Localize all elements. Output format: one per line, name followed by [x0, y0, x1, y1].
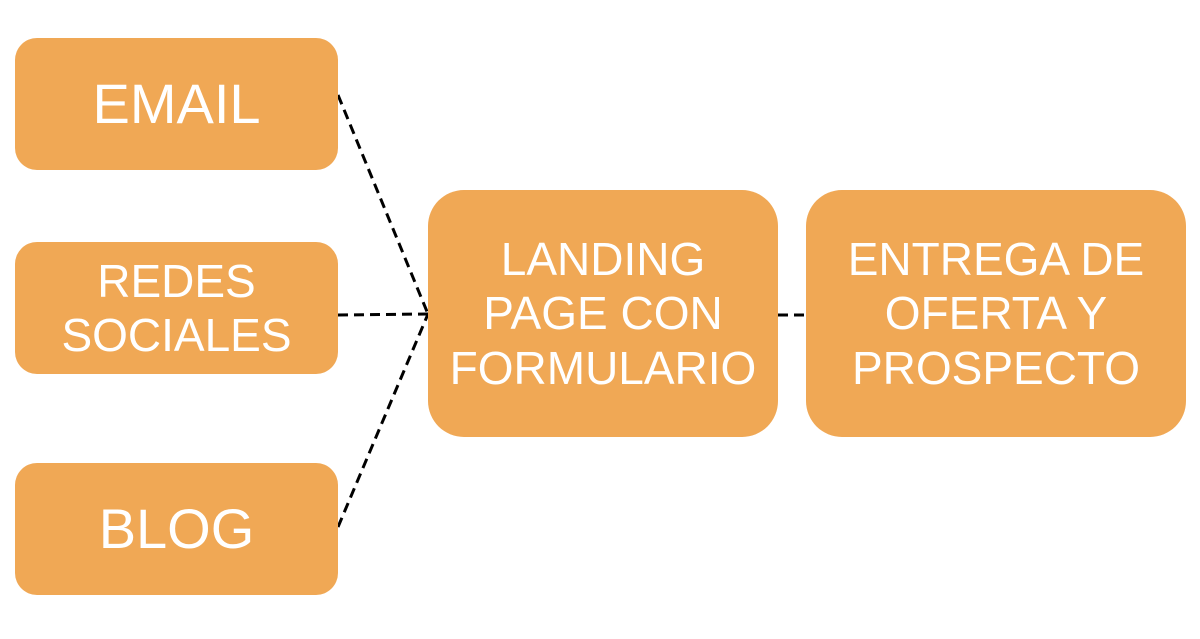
node-blog-label: BLOG — [98, 496, 255, 560]
node-blog: BLOG — [15, 463, 338, 595]
node-landing-label: LANDING PAGE CON FORMULARIO — [449, 233, 757, 394]
connector-redes-landing — [337, 312, 429, 317]
node-redes-label: REDES SOCIALES — [61, 254, 292, 361]
connector-email-landing — [336, 94, 430, 315]
node-redes-sociales: REDES SOCIALES — [15, 242, 338, 374]
node-email-label: EMAIL — [92, 71, 261, 135]
node-email: EMAIL — [15, 38, 338, 170]
node-entrega-label: ENTREGA DE OFERTA Y PROSPECTO — [847, 233, 1145, 394]
node-landing-page: LANDING PAGE CON FORMULARIO — [428, 190, 778, 437]
connector-blog-landing — [336, 313, 430, 528]
node-entrega: ENTREGA DE OFERTA Y PROSPECTO — [806, 190, 1186, 437]
